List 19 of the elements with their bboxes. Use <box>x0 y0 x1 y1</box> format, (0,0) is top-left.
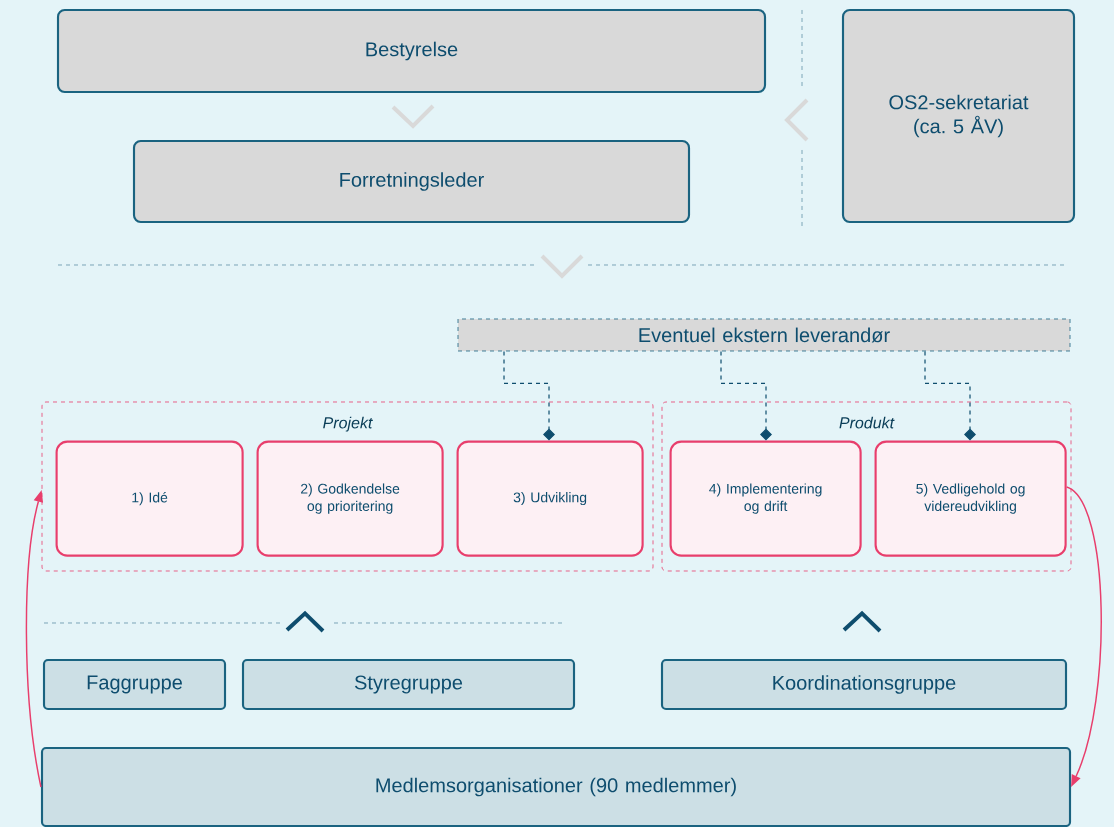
group-box: Koordinationsgruppe <box>660 658 1068 711</box>
phase-box: 4) Implementering og drift <box>669 440 862 557</box>
phase-box: 1) Idé <box>55 440 244 557</box>
org-box: OS2-sekretariat (ca. 5 ÅV) <box>841 8 1076 224</box>
dashed-connector <box>503 350 555 441</box>
dashed-connector <box>924 350 976 441</box>
phase-box: 3) Udvikling <box>456 440 644 557</box>
dashed-connector <box>720 350 772 441</box>
chevron-arrow <box>285 610 325 633</box>
group-box: Styregruppe <box>241 658 576 711</box>
chevron-arrow <box>842 610 882 633</box>
phase-box: 5) Vedligehold og videreudvikling <box>874 440 1067 557</box>
member-box: Medlemsorganisationer (90 medlemmer) <box>40 746 1072 827</box>
phase-box: 2) Godkendelse og prioritering <box>256 440 444 557</box>
org-box: Bestyrelse <box>56 8 767 94</box>
chevron-arrow <box>391 104 435 129</box>
supplier-box: Eventuel ekstern leverandør <box>457 318 1071 352</box>
group-box: Faggruppe <box>42 658 227 711</box>
org-box: Forretningsleder <box>132 139 691 224</box>
